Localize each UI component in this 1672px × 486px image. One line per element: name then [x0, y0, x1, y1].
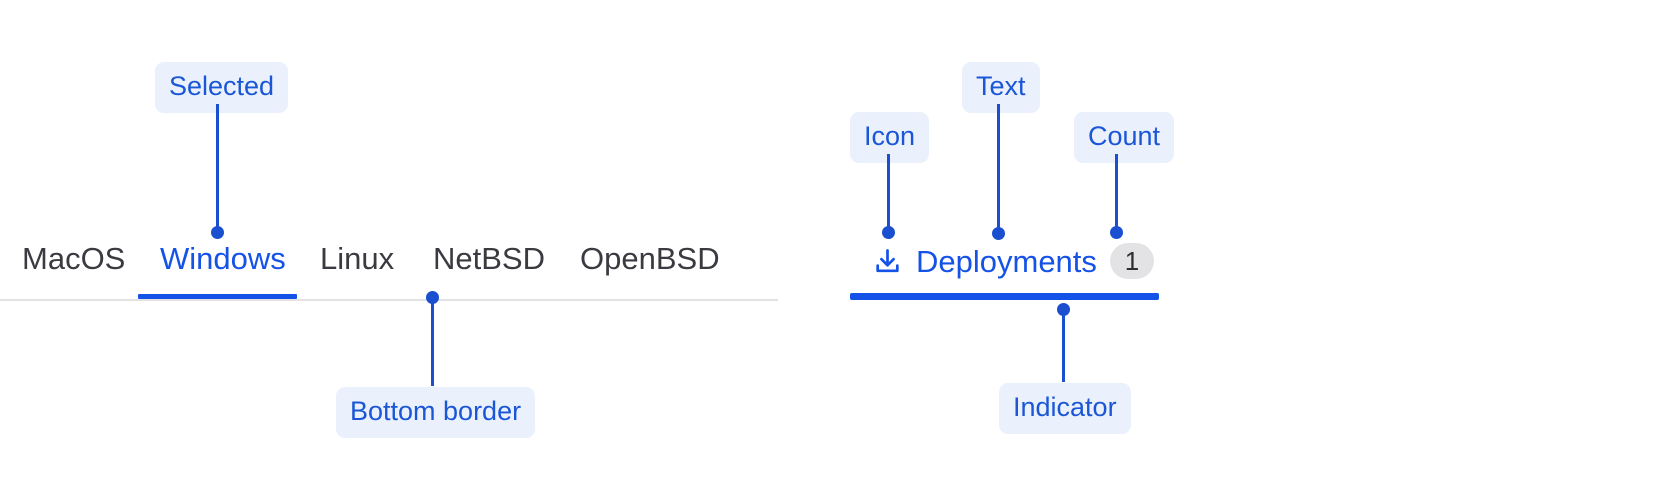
plain-tab-windows[interactable]: Windows	[160, 241, 286, 276]
leader-dot-indicator	[1057, 303, 1070, 316]
leader-line-selected	[216, 104, 219, 232]
leader-dot-text	[992, 227, 1005, 240]
download-icon	[872, 246, 903, 277]
leader-line-count	[1115, 154, 1118, 232]
plain-tab-selected-indicator	[138, 294, 297, 299]
callout-count: Count	[1074, 112, 1175, 163]
leader-line-text	[997, 104, 1000, 233]
plain-tab-openbsd[interactable]: OpenBSD	[580, 241, 720, 276]
callout-icon: Icon	[850, 112, 930, 163]
leader-dot-bottom-border	[426, 291, 439, 304]
callout-indicator: Indicator	[999, 383, 1131, 434]
callout-text: Text	[962, 62, 1040, 113]
callout-selected: Selected	[155, 62, 289, 113]
rich-tab-indicator	[850, 293, 1159, 300]
leader-line-icon	[887, 154, 890, 232]
rich-tabbar: Deployments 1	[850, 243, 1160, 301]
plain-tab-linux[interactable]: Linux	[320, 241, 395, 276]
leader-line-bottom-border	[431, 300, 434, 386]
plain-tabbar: MacOS Windows Linux NetBSD OpenBSD	[0, 243, 778, 301]
leader-dot-selected	[211, 226, 224, 239]
leader-dot-count	[1110, 226, 1123, 239]
plain-tab-netbsd[interactable]: NetBSD	[433, 241, 545, 276]
leader-line-indicator	[1062, 312, 1065, 382]
callout-bottom-border: Bottom border	[336, 387, 536, 438]
leader-dot-icon	[882, 226, 895, 239]
rich-tab-label: Deployments	[916, 243, 1097, 279]
plain-tab-macos[interactable]: MacOS	[22, 241, 126, 276]
rich-tab-count-badge: 1	[1109, 243, 1154, 279]
rich-tab-deployments[interactable]: Deployments 1	[872, 243, 1154, 279]
